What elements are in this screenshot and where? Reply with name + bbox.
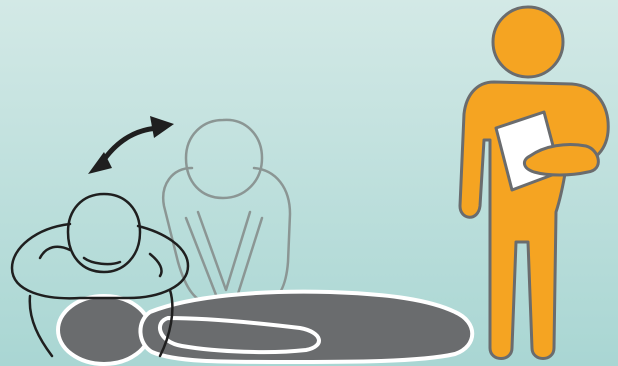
patient-head (58, 296, 150, 364)
observer-head (493, 7, 563, 77)
patient-figure (58, 292, 472, 364)
